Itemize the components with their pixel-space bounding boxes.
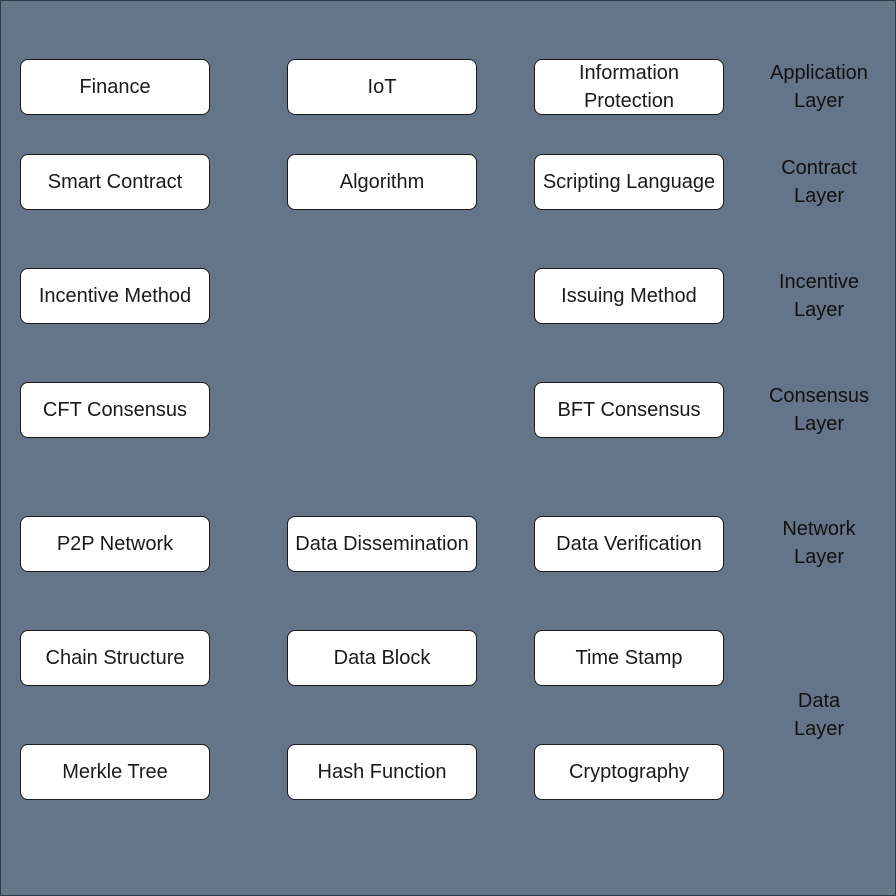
data-verification-box[interactable]: Data Verification: [534, 516, 724, 572]
incentive-layer-label: Incentive Layer: [778, 271, 860, 321]
hash-function-box[interactable]: Hash Function: [287, 744, 477, 800]
information-protection-box[interactable]: Information Protection: [534, 59, 724, 115]
p2p-network-box[interactable]: P2P Network: [20, 516, 210, 572]
incentive-method-box[interactable]: Incentive Method: [20, 268, 210, 324]
data-dissemination-box[interactable]: Data Dissemination: [287, 516, 477, 572]
iot-box[interactable]: IoT: [287, 59, 477, 115]
cft-consensus-box[interactable]: CFT Consensus: [20, 382, 210, 438]
data-block-box[interactable]: Data Block: [287, 630, 477, 686]
application-layer-label: Application Layer: [770, 62, 868, 112]
issuing-method-box[interactable]: Issuing Method: [534, 268, 724, 324]
bft-consensus-box[interactable]: BFT Consensus: [534, 382, 724, 438]
cryptography-box[interactable]: Cryptography: [534, 744, 724, 800]
smart-contract-box[interactable]: Smart Contract: [20, 154, 210, 210]
contract-layer-label: Contract Layer: [781, 157, 857, 207]
network-layer-label: Network Layer: [782, 518, 856, 568]
scripting-language-box[interactable]: Scripting Language: [534, 154, 724, 210]
chain-structure-box[interactable]: Chain Structure: [20, 630, 210, 686]
algorithm-box[interactable]: Algorithm: [287, 154, 477, 210]
time-stamp-box[interactable]: Time Stamp: [534, 630, 724, 686]
merkle-tree-box[interactable]: Merkle Tree: [20, 744, 210, 800]
finance-box[interactable]: Finance: [20, 59, 210, 115]
data-layer-label: Data Layer: [793, 690, 845, 740]
consensus-layer-label: Consensus Layer: [768, 385, 870, 435]
